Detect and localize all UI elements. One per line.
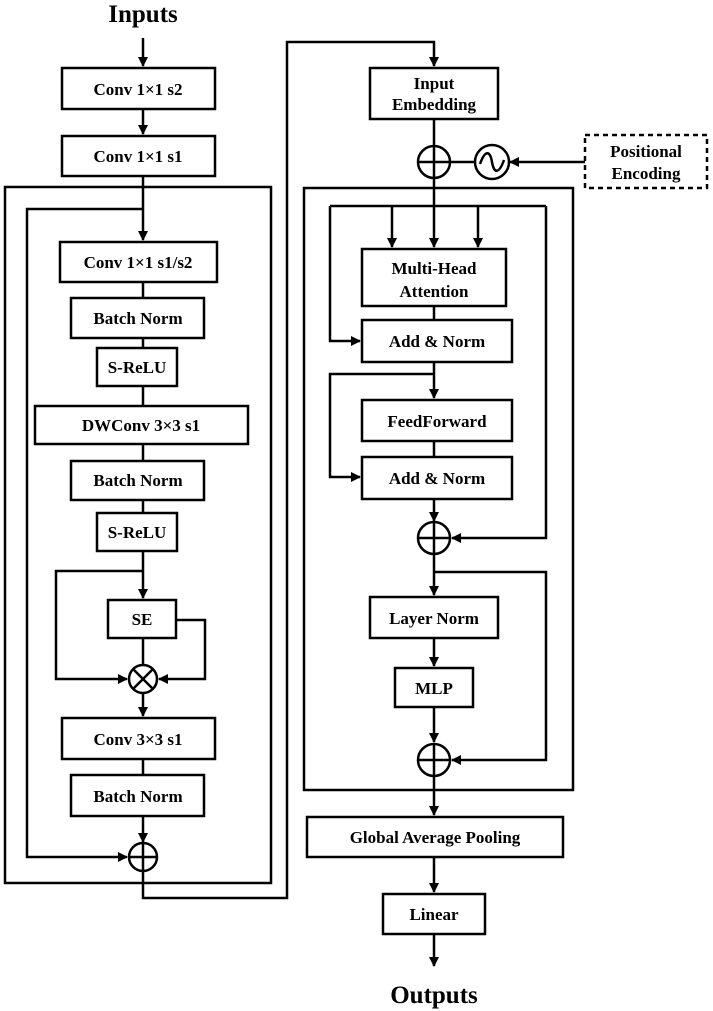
cnn-conv3x3-block: Conv 3×3 s1 — [60, 716, 217, 761]
positional-encoding-block: Positional Encoding — [583, 133, 709, 190]
attention-add-op-icon — [416, 520, 452, 556]
cnn-connections — [25, 38, 439, 900]
outputs-label: Outputs — [390, 982, 478, 1009]
cnn-dwconv-block: DWConv 3×3 s1 — [33, 404, 250, 446]
mlp-label: MLP — [415, 679, 453, 698]
cnn-srelu-1-label: S-ReLU — [108, 358, 167, 377]
cnn-conv1x1-s1-block: Conv 1×1 s1 — [60, 134, 217, 178]
global-average-pooling-label: Global Average Pooling — [350, 828, 521, 847]
cnn-conv3x3-label: Conv 3×3 s1 — [93, 730, 182, 749]
cnn-srelu-2-label: S-ReLU — [108, 523, 167, 542]
multi-head-attention-block: Multi-Head Attention — [360, 247, 508, 308]
cnn-block-frame — [3, 185, 273, 885]
add-norm-2-label: Add & Norm — [389, 469, 485, 488]
cnn-batchnorm-3-block: Batch Norm — [69, 773, 206, 818]
layer-norm-block: Layer Norm — [368, 595, 500, 640]
add-norm-1-label: Add & Norm — [389, 332, 485, 351]
cnn-batchnorm-1-block: Batch Norm — [69, 296, 206, 340]
input-embedding-label-1: Input — [414, 74, 455, 93]
cnn-dwconv-label: DWConv 3×3 s1 — [82, 416, 200, 435]
cnn-se-label: SE — [132, 610, 153, 629]
cnn-batchnorm-3-label: Batch Norm — [93, 787, 182, 806]
multi-head-attention-label-1: Multi-Head — [392, 259, 478, 278]
cnn-batchnorm-2-label: Batch Norm — [93, 471, 182, 490]
positional-encoding-label-2: Encoding — [612, 164, 681, 183]
positional-encoding-label-1: Positional — [610, 142, 682, 161]
global-average-pooling-block: Global Average Pooling — [305, 815, 565, 859]
feedforward-label: FeedForward — [387, 412, 487, 431]
cnn-conv1x1-s2-label: Conv 1×1 s2 — [93, 80, 182, 99]
inputs-label: Inputs — [108, 1, 178, 28]
feedforward-block: FeedForward — [360, 398, 514, 443]
linear-block: Linear — [381, 892, 487, 936]
cnn-conv1x1-s2-block: Conv 1×1 s2 — [60, 66, 217, 111]
cnn-srelu-1-block: S-ReLU — [95, 346, 179, 388]
cnn-conv1x1-s1s2-block: Conv 1×1 s1/s2 — [58, 240, 219, 284]
cnn-se-block: SE — [106, 598, 178, 640]
input-embedding-label-2: Embedding — [392, 95, 477, 114]
add-op-icon — [127, 841, 159, 873]
transformer-connections — [328, 119, 585, 967]
cnn-batchnorm-1-label: Batch Norm — [93, 309, 182, 328]
multi-head-attention-label-2: Attention — [400, 282, 469, 301]
layer-norm-label: Layer Norm — [389, 609, 479, 628]
mlp-add-op-icon — [416, 742, 452, 778]
positional-wave-icon — [473, 143, 511, 181]
embedding-add-op-icon — [416, 144, 452, 180]
multiply-op-icon — [127, 663, 159, 695]
cnn-conv1x1-s1s2-label: Conv 1×1 s1/s2 — [84, 253, 193, 272]
linear-label: Linear — [409, 905, 459, 924]
add-norm-1-block: Add & Norm — [360, 318, 514, 364]
transformer-block-frame — [302, 186, 575, 792]
add-norm-2-block: Add & Norm — [360, 455, 514, 501]
cnn-batchnorm-2-block: Batch Norm — [69, 459, 206, 502]
cnn-conv1x1-s1-label: Conv 1×1 s1 — [93, 147, 182, 166]
input-embedding-block: Input Embedding — [368, 66, 500, 121]
cnn-srelu-2-block: S-ReLU — [95, 511, 179, 553]
mlp-block: MLP — [393, 666, 475, 709]
